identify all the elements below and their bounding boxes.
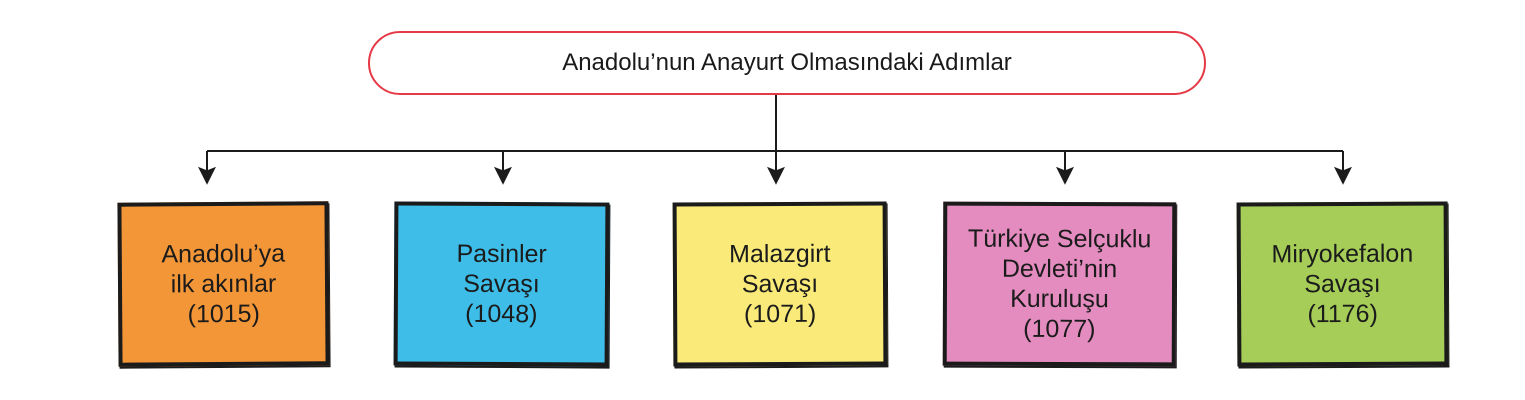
step-label-line: Malazgirt xyxy=(729,239,831,269)
step-label-line: Türkiye Selçuklu xyxy=(967,224,1152,254)
step-label-line: Savaşı xyxy=(1304,269,1381,299)
step-label-line: Savaşı xyxy=(463,269,540,299)
step-label-line: ilk akınlar xyxy=(170,269,277,299)
title-box: Anadolu’nun Anayurt Olmasındaki Adımlar xyxy=(368,31,1206,95)
step-label-line: Miryokefalon xyxy=(1271,239,1414,269)
step-box-turkiye-selcuklu-devleti: Türkiye Selçuklu Devleti’nin Kuruluşu (1… xyxy=(942,201,1177,367)
step-year: (1048) xyxy=(465,299,538,329)
step-box-anadoluya-ilk-akinlar: Anadolu’ya ilk akınlar (1015) xyxy=(117,201,330,367)
step-label-line: Anadolu’ya xyxy=(161,239,286,269)
step-label-line: Kuruluşu xyxy=(1010,284,1109,314)
step-year: (1015) xyxy=(187,299,260,329)
step-label-line: Pasinler xyxy=(456,239,547,269)
step-label-line: Devleti’nin xyxy=(1001,254,1118,284)
step-box-miryokefalon-savasi: Miryokefalon Savaşı (1176) xyxy=(1236,201,1449,367)
step-year: (1176) xyxy=(1307,299,1378,329)
step-box-malazgirt-savasi: Malazgirt Savaşı (1071) xyxy=(672,201,888,367)
step-label-line: Savaşı xyxy=(741,269,819,299)
diagram-title: Anadolu’nun Anayurt Olmasındaki Adımlar xyxy=(562,49,1012,76)
step-year: (1071) xyxy=(743,299,817,329)
step-box-pasinler-savasi: Pasinler Savaşı (1048) xyxy=(393,201,610,367)
step-year: (1077) xyxy=(1023,314,1096,344)
